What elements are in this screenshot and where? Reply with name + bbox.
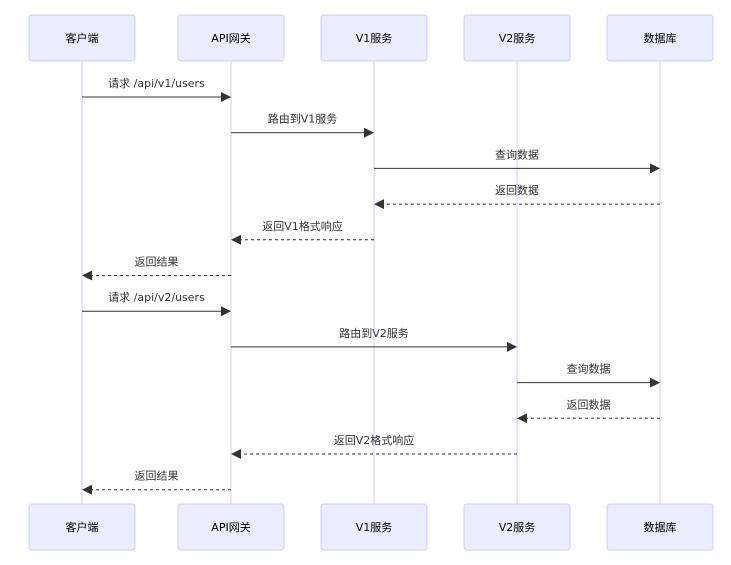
actor-v2-top: V2服务	[463, 14, 571, 62]
message: 查询数据	[517, 362, 660, 388]
message-label: 返回结果	[135, 470, 179, 483]
actor-gateway-top: API网关	[177, 14, 285, 62]
message: 路由到V1服务	[231, 112, 374, 138]
actor-box	[177, 503, 285, 551]
actor-v1-top: V1服务	[320, 14, 428, 62]
actor-label: V2服务	[499, 521, 536, 534]
actor-box	[28, 14, 136, 62]
message: 返回V1格式响应	[231, 219, 374, 245]
message-label: 返回结果	[135, 256, 179, 269]
actor-box	[463, 503, 571, 551]
actor-label: 数据库	[644, 31, 677, 45]
actor-label: 客户端	[66, 31, 99, 45]
actor-client-top: 客户端	[28, 14, 136, 62]
message: 请求 /api/v2/users	[82, 291, 231, 317]
actor-box	[177, 14, 285, 62]
actor-label: V1服务	[356, 521, 393, 534]
message: 查询数据	[374, 147, 660, 174]
actor-v1-bottom: V1服务	[320, 503, 428, 551]
message: 返回V2格式响应	[231, 433, 517, 459]
actor-label: API网关	[211, 31, 250, 45]
actor-box	[606, 503, 714, 551]
actor-client-bottom: 客户端	[28, 503, 136, 551]
actor-db-top: 数据库	[606, 14, 714, 62]
message: 路由到V2服务	[231, 326, 517, 352]
actor-label: 数据库	[644, 520, 677, 534]
actor-box	[320, 503, 428, 551]
actor-box	[463, 14, 571, 62]
actor-label: API网关	[211, 520, 250, 534]
message-label: 返回V1格式响应	[262, 219, 343, 233]
message-label: 返回V2格式响应	[334, 433, 415, 447]
actor-box	[606, 14, 714, 62]
actor-label: V1服务	[356, 32, 393, 45]
message: 请求 /api/v1/users	[82, 77, 231, 102]
message-label: 请求 /api/v1/users	[108, 77, 205, 90]
actor-box	[28, 503, 136, 551]
message-label: 路由到V2服务	[339, 326, 409, 340]
message-label: 查询数据	[495, 147, 539, 161]
actor-label: V2服务	[499, 32, 536, 45]
message-label: 返回数据	[495, 183, 539, 197]
actor-v2-bottom: V2服务	[463, 503, 571, 551]
message-label: 查询数据	[567, 362, 611, 376]
message-label: 返回数据	[567, 397, 611, 411]
message-label: 请求 /api/v2/users	[108, 291, 205, 304]
message: 返回数据	[374, 183, 660, 210]
message: 返回结果	[82, 470, 231, 495]
actor-db-bottom: 数据库	[606, 503, 714, 551]
message-label: 路由到V1服务	[268, 112, 338, 126]
message: 返回结果	[82, 256, 231, 281]
actor-box	[320, 14, 428, 62]
actor-gateway-bottom: API网关	[177, 503, 285, 551]
message: 返回数据	[517, 397, 660, 424]
actor-label: 客户端	[66, 520, 99, 534]
